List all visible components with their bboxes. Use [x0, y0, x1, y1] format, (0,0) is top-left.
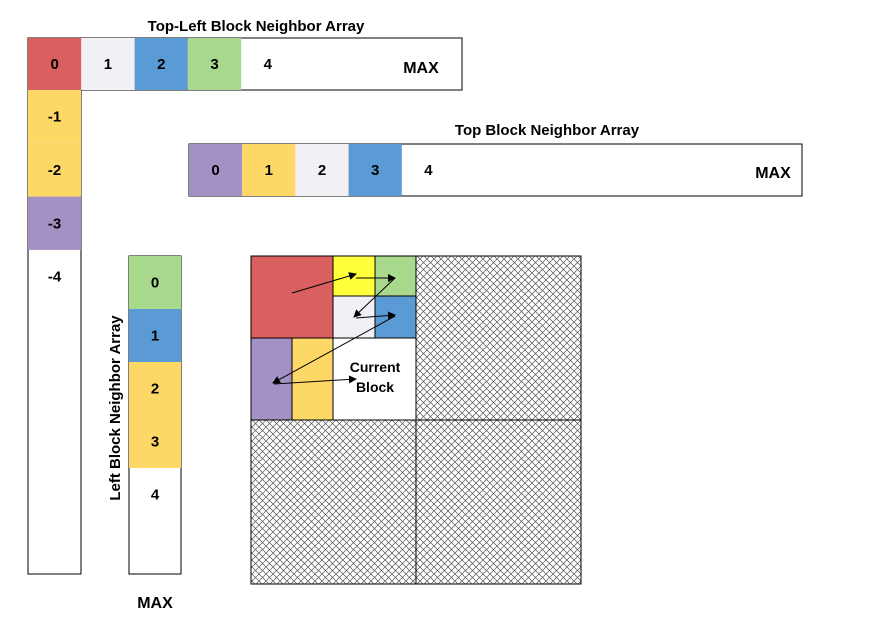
top-neighbor-array: Top Block Neighbor Array 0 1 2 3 4 MAX — [188, 122, 803, 197]
arrow-purple-to-current — [273, 375, 357, 385]
top-array-cell-4-label: 4 — [424, 162, 433, 179]
top-left-h-cell-1-fill — [81, 38, 135, 90]
top-array-cells: 0 1 2 3 4 — [189, 144, 433, 196]
top-left-v-cell-1-fill — [28, 143, 81, 197]
top-array-max-label: MAX — [755, 165, 791, 182]
top-array-cell-0-label: 0 — [211, 162, 219, 179]
top-array-cell-3-label: 3 — [371, 162, 379, 179]
left-array-title: Left Block Neighbor Array — [107, 315, 124, 501]
left-array-cell-0-label: 0 — [151, 275, 159, 292]
left-array-cell-1-label: 1 — [151, 328, 159, 345]
top-left-v-cell-2-fill — [28, 196, 81, 250]
left-array-cell-1-fill — [129, 309, 181, 362]
neighbor-block-blue — [374, 295, 417, 339]
left-array-cell-2-label: 2 — [151, 381, 159, 398]
top-left-h-cell-3-label: 3 — [210, 56, 218, 73]
top-array-cell-3-fill — [348, 144, 402, 196]
top-array-cell-1-label: 1 — [265, 162, 273, 179]
top-left-array-max-label: MAX — [403, 60, 439, 77]
top-left-v-cell-2-label: -3 — [48, 215, 61, 232]
left-array-cell-0-fill — [129, 256, 181, 309]
arrow-red-to-bright-yellow — [291, 272, 357, 294]
left-array-cell-2-fill — [129, 362, 181, 415]
top-left-horizontal-cells: 0 1 2 3 4 — [28, 38, 273, 90]
top-left-v-cell-3-label: -4 — [48, 269, 62, 286]
neighbor-block-purple — [250, 337, 293, 421]
arrow-blue-to-purple — [272, 315, 396, 384]
left-array-cell-3-fill — [129, 415, 181, 468]
top-left-h-cell-2-label: 2 — [157, 56, 165, 73]
arrow-white-to-blue — [355, 311, 396, 320]
top-array-cell-2-label: 2 — [318, 162, 326, 179]
top-array-title: Top Block Neighbor Array — [455, 122, 640, 139]
block-partition-grid: Current Block — [250, 255, 582, 585]
neighbor-block-bright-yellow — [332, 255, 376, 297]
top-left-h-cell-0-label: 0 — [50, 56, 58, 73]
current-block-label-line1: Current — [350, 359, 401, 375]
top-array-cell-2-fill — [295, 144, 349, 196]
top-left-array-title: Top-Left Block Neighbor Array — [148, 18, 365, 35]
neighbor-block-red — [250, 255, 334, 339]
arrow-green-to-white — [353, 277, 396, 318]
top-array-cell-0-fill — [189, 144, 243, 196]
top-left-v-cell-0-fill — [28, 90, 81, 144]
top-left-v-cell-0-label: -1 — [48, 109, 61, 126]
top-left-h-cell-3-fill — [187, 38, 242, 90]
top-array-cell-1-fill — [242, 144, 296, 196]
left-neighbor-array: Left Block Neighbor Array 0 1 2 3 4 MAX — [107, 255, 182, 612]
current-block — [332, 337, 417, 421]
left-array-cells: 0 1 2 3 4 — [129, 256, 181, 504]
top-left-h-cell-2-fill — [134, 38, 188, 90]
top-left-v-cell-1-label: -2 — [48, 162, 61, 179]
top-left-h-cell-0-fill — [28, 38, 82, 90]
top-left-h-cell-4-label: 4 — [264, 56, 273, 73]
left-array-max-label: MAX — [137, 595, 173, 612]
left-array-cell-4-label: 4 — [151, 487, 160, 504]
neighbor-block-green — [374, 255, 417, 297]
top-left-vertical-cells: -1 -2 -3 -4 — [28, 90, 81, 286]
top-left-h-cell-1-label: 1 — [104, 56, 112, 73]
grid-outline — [250, 255, 582, 585]
neighbor-block-yellow — [291, 337, 334, 421]
top-left-neighbor-array: Top-Left Block Neighbor Array 0 1 2 3 4 -1 -2… — [27, 18, 463, 575]
current-block-label-line2: Block — [356, 379, 394, 395]
left-array-cell-3-label: 3 — [151, 434, 159, 451]
scan-order-arrows — [272, 272, 396, 385]
